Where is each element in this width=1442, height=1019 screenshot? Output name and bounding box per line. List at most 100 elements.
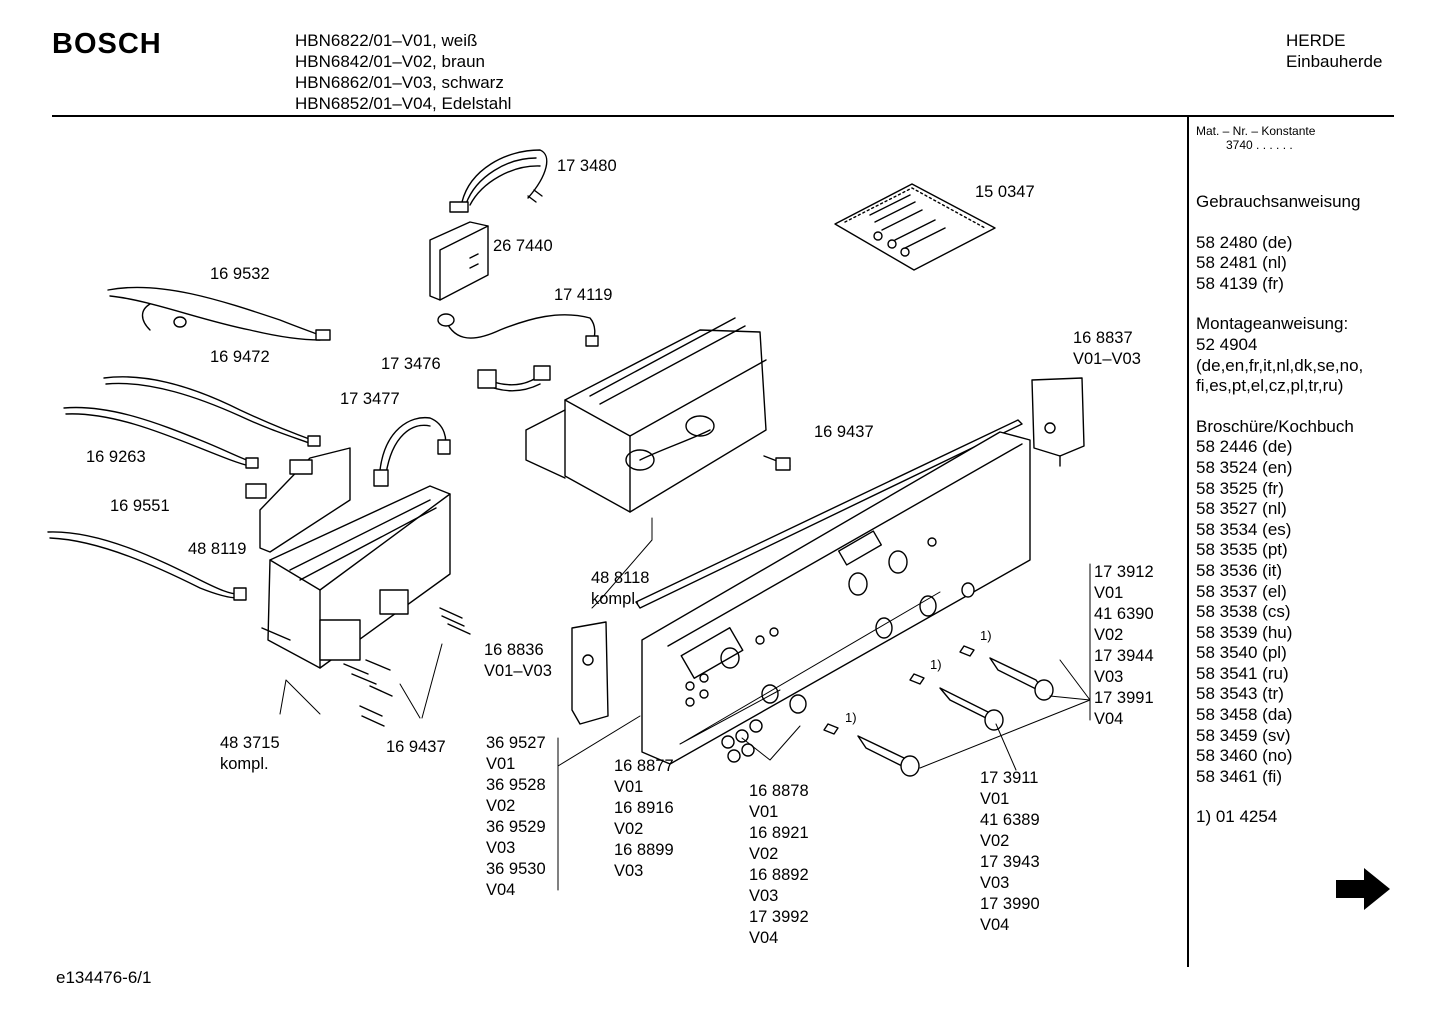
cable-174119 [437,313,599,347]
footnote-mark: 1) [980,628,992,643]
part-label-169472: 16 9472 [210,348,270,366]
variant-code: V03 [980,874,1010,892]
part-number: 16 8916 [614,799,674,817]
leader-lines [279,517,1091,891]
rotary-knob-lower [823,723,920,777]
part-list-rotary-knob: 17 3912 V01 41 6390 V02 17 3944 V03 17 3… [1094,562,1154,730]
doc-number: 58 3540 (pl) [1196,643,1287,663]
doc-number: 58 3458 (da) [1196,705,1293,725]
trim-strip [635,419,1023,609]
variant-code: V04 [1094,710,1124,728]
part-number: 48 3715 [220,734,280,752]
part-label-150347: 15 0347 [975,183,1035,201]
part-number: 36 9529 [486,818,546,836]
part-label-174119: 17 4119 [554,286,613,304]
part-number: 16 8877 [614,757,674,775]
variant-code: V04 [749,929,779,947]
variant-code: V01 [486,755,516,773]
variant-code: V02 [486,797,516,815]
push-buttons-168878 [721,719,763,763]
model-line: HBN6822/01–V01, weiß [295,31,478,50]
variant-code: V02 [749,845,779,863]
part-label-169437: 16 9437 [814,423,874,441]
doc-number: 58 3537 (el) [1196,581,1287,601]
header-divider [52,115,1394,117]
board-488119 [245,447,351,553]
control-module-483715 [261,485,451,669]
doc-number: 58 3534 (es) [1196,519,1292,539]
part-number: 41 6389 [980,811,1040,829]
doc-number: 52 4904 [1196,334,1258,354]
doc-number: 58 3543 (tr) [1196,684,1284,704]
model-list: HBN6822/01–V01, weiß HBN6842/01–V02, bra… [295,30,511,114]
part-label-169437-lower: 16 9437 [386,738,446,756]
sidebar-info: Mat. – Nr. – Konstante 3740 . . . . . . … [1196,124,1392,828]
variant-code: V02 [1094,626,1124,644]
variant-code: V01 [1094,584,1124,602]
screw-bag-150347 [834,183,996,271]
part-number: 16 8836 [484,641,544,659]
model-line: HBN6852/01–V04, Edelstahl [295,94,512,113]
part-label-173477: 17 3477 [340,390,400,408]
variant-code: V01 [749,803,779,821]
doc-number: 58 3525 (fr) [1196,478,1284,498]
part-list-rotary-knob-mid: 17 3911 V01 41 6389 V02 17 3943 V03 17 3… [980,768,1040,936]
part-list-fascia-panel: 36 9527 V01 36 9528 V02 36 9529 V03 36 9… [486,733,546,901]
cable-169551 [47,531,247,601]
part-label-488118: 48 8118 kompl. [591,568,649,610]
fascia-panel-369527 [641,431,1031,765]
exploded-view-drawing [47,149,1091,891]
cable-169532 [107,286,331,341]
doc-languages: fi,es,pt,el,cz,pl,tr,ru) [1196,376,1344,396]
part-number: 48 8118 [591,569,650,587]
cable-173477 [373,416,451,487]
cable-173476 [477,365,551,392]
doc-number: 58 3527 (nl) [1196,499,1287,519]
doc-number: 58 3461 (fi) [1196,766,1282,786]
appliance-category: HERDE Einbauherde [1286,30,1382,72]
variant-code: V02 [980,832,1010,850]
variant-code: V03 [614,862,644,880]
sidebar-divider [1187,117,1189,967]
variant-code: V02 [614,820,644,838]
part-number: 41 6390 [1094,605,1154,623]
doc-number: 58 2446 (de) [1196,437,1293,457]
part-number: 16 8899 [614,841,674,859]
part-list-small-knob: 16 8877 V01 16 8916 V02 16 8899 V03 [614,756,674,882]
rotary-knob-173911 [909,673,1004,731]
section-title: Gebrauchsanweisung [1196,192,1361,211]
doc-number: 58 3524 (en) [1196,457,1293,477]
small-knobs-168877 [761,582,975,714]
part-number: 36 9527 [486,734,546,752]
control-module-488118 [525,317,767,513]
part-number: 36 9530 [486,860,546,878]
doc-number: 58 3459 (sv) [1196,725,1291,745]
brand-logo: BOSCH [52,28,162,60]
doc-number: 58 3541 (ru) [1196,663,1289,683]
doc-number: 58 3538 (cs) [1196,602,1291,622]
part-label-488119: 48 8119 [188,540,247,558]
variant-code: V04 [980,916,1010,934]
part-note: kompl. [591,590,640,608]
variant-code: V03 [749,887,779,905]
category-line: HERDE [1286,31,1346,50]
variant-code: V01–V03 [484,662,552,680]
part-number: 17 3991 [1094,689,1154,707]
doc-number: 58 3460 (no) [1196,746,1293,766]
part-number: 17 3992 [749,908,809,926]
footnote-reference: 1) 01 4254 [1196,807,1278,827]
section-title: Montageanweisung: [1196,314,1349,334]
variant-code: V03 [486,839,516,857]
doc-languages: (de,en,fr,it,nl,dk,se,no, [1196,355,1364,375]
part-number: 17 3912 [1094,563,1154,581]
part-number: 16 8837 [1073,329,1133,347]
doc-number: 58 2481 (nl) [1196,253,1287,273]
variant-code: V01–V03 [1073,350,1141,368]
variant-code: V01 [980,790,1010,808]
part-number: 36 9528 [486,776,546,794]
variant-code: V04 [486,881,516,899]
next-page-arrow-icon[interactable] [1334,866,1392,912]
model-line: HBN6842/01–V02, braun [295,52,485,71]
part-label-173480: 17 3480 [557,157,617,175]
part-number: 17 3990 [980,895,1040,913]
